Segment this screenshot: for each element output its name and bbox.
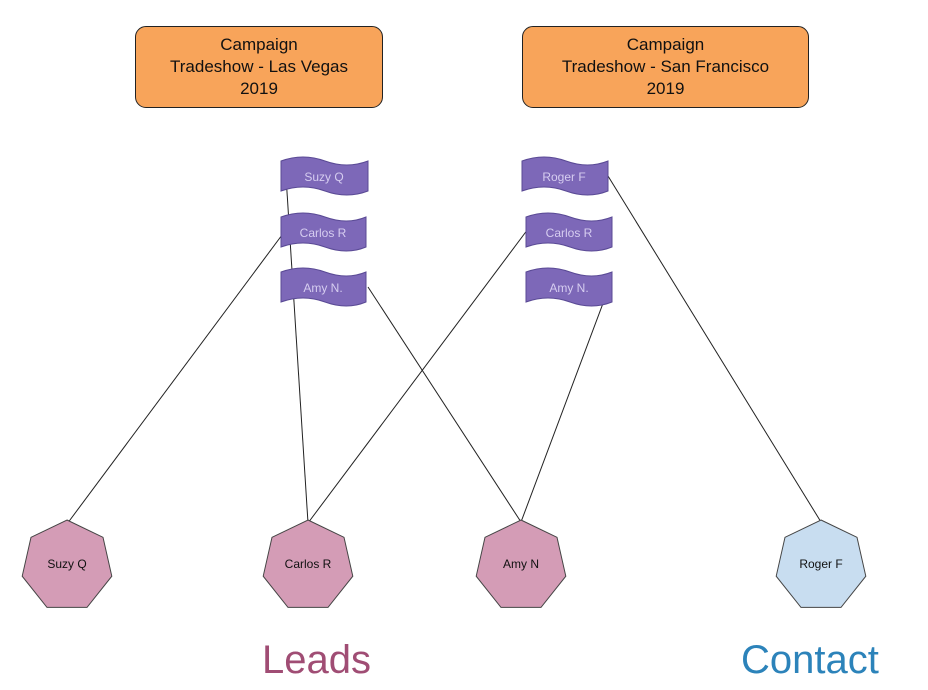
- flag-sf-carlos-label: Carlos R: [546, 226, 593, 240]
- node-contact-roger-label: Roger F: [799, 557, 842, 571]
- flag-lv-suzy-label: Suzy Q: [304, 170, 343, 184]
- node-lead-carlos: Carlos R: [262, 519, 354, 608]
- campaign-san-francisco-line1: Campaign: [626, 35, 705, 54]
- connector-amy-sf-to-amy: [520, 289, 609, 523]
- flag-lv-carlos-label: Carlos R: [300, 226, 347, 240]
- campaign-san-francisco: Campaign Tradeshow - San Francisco 2019: [522, 26, 809, 108]
- node-lead-suzy: Suzy Q: [21, 519, 113, 608]
- node-lead-carlos-label: Carlos R: [285, 557, 332, 571]
- flag-lv-carlos: Carlos R: [280, 212, 367, 252]
- campaign-san-francisco-line3: 2019: [646, 79, 685, 98]
- flag-sf-amy-label: Amy N.: [549, 281, 588, 295]
- node-contact-roger: Roger F: [775, 519, 867, 608]
- node-lead-suzy-label: Suzy Q: [47, 557, 86, 571]
- node-lead-amy: Amy N: [475, 519, 567, 608]
- flag-sf-carlos: Carlos R: [525, 212, 613, 252]
- campaign-las-vegas-line1: Campaign: [220, 35, 298, 54]
- flag-sf-roger: Roger F: [521, 156, 609, 196]
- campaign-las-vegas-line2: Tradeshow - Las Vegas: [170, 57, 348, 76]
- campaign-san-francisco-line2: Tradeshow - San Francisco: [561, 57, 770, 76]
- flag-lv-amy: Amy N.: [280, 267, 367, 307]
- connector-carlos-sf-to-carlos: [307, 228, 529, 524]
- contact-label: Contact: [741, 638, 879, 682]
- connector-carlos-lv-to-suzy: [66, 234, 283, 525]
- flag-lv-suzy: Suzy Q: [280, 156, 369, 196]
- flag-sf-roger-label: Roger F: [542, 170, 585, 184]
- node-lead-amy-label: Amy N: [503, 557, 539, 571]
- connector-amy-lv-to-amy: [367, 286, 522, 523]
- leads-label: Leads: [262, 638, 371, 682]
- flag-lv-amy-label: Amy N.: [303, 281, 342, 295]
- connector-roger-sf-to-roger: [607, 175, 822, 523]
- flag-sf-amy: Amy N.: [525, 267, 613, 307]
- campaign-las-vegas: Campaign Tradeshow - Las Vegas 2019: [135, 26, 383, 108]
- campaign-las-vegas-line3: 2019: [240, 79, 278, 98]
